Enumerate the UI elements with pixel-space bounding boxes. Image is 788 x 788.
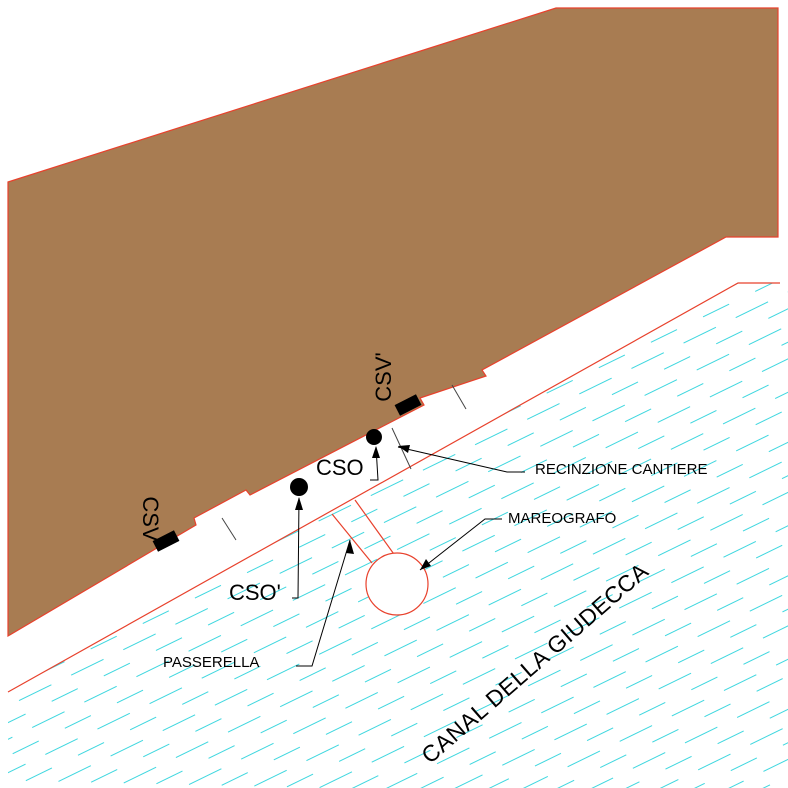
leader-arrowheads bbox=[295, 445, 431, 570]
quay-edge bbox=[7, 282, 780, 693]
label-cso-prime: CSO' bbox=[229, 580, 281, 605]
fence-ticks bbox=[221, 384, 467, 541]
label-recinzione-cantiere: RECINZIONE CANTIERE bbox=[535, 461, 708, 478]
csv-right-marker bbox=[394, 394, 422, 416]
site-fence bbox=[391, 427, 412, 470]
canal-water bbox=[8, 283, 788, 788]
label-passerella: PASSERELLA bbox=[163, 654, 259, 671]
label-cso: CSO bbox=[316, 455, 364, 480]
land-block bbox=[7, 7, 779, 638]
walkway-and-gauge bbox=[331, 499, 429, 616]
cso-prime-marker bbox=[290, 478, 308, 496]
label-csv-left: CSV bbox=[138, 496, 163, 542]
cso-marker bbox=[366, 429, 382, 445]
label-csv-right: CSV' bbox=[371, 352, 396, 401]
label-mareografo: MAREOGRAFO bbox=[508, 510, 616, 527]
csv-left-marker bbox=[152, 530, 180, 552]
